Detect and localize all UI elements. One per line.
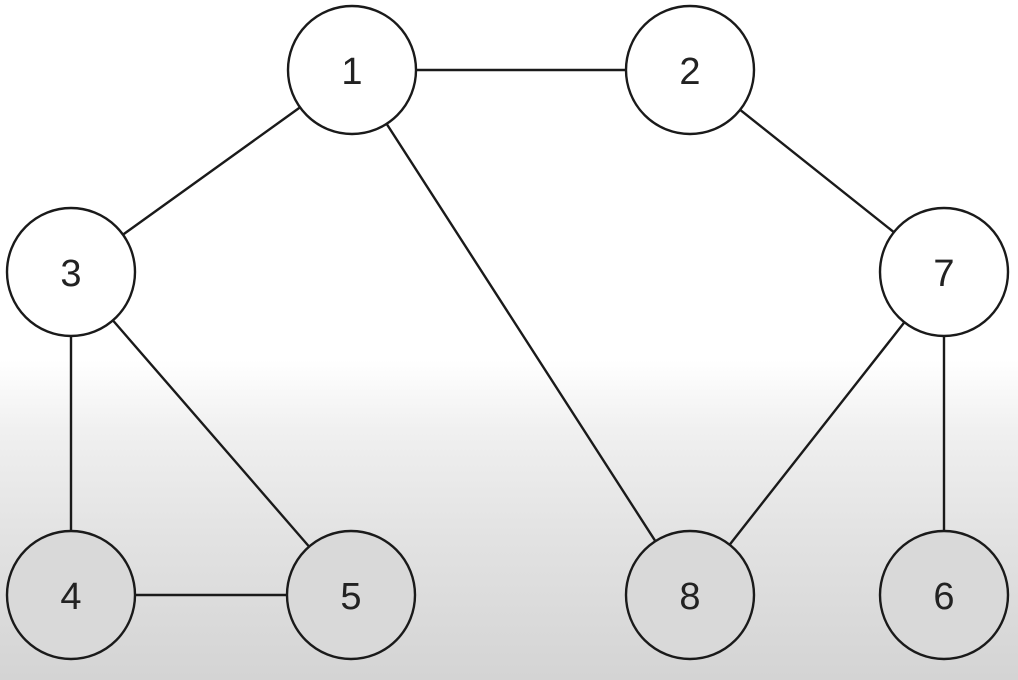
nodes-layer: 1 2 3 7 4 5 8 6 (5, 4, 1010, 661)
node-label: 2 (679, 51, 700, 93)
node-2: 2 (624, 4, 756, 136)
node-1: 1 (286, 4, 418, 136)
edge-7-8 (728, 321, 906, 546)
node-circle (285, 529, 417, 661)
node-label: 7 (933, 253, 954, 295)
node-label: 5 (340, 576, 361, 618)
node-6: 6 (878, 529, 1010, 661)
node-circle (5, 206, 137, 338)
node-7: 7 (878, 206, 1010, 338)
edges-layer (69, 68, 946, 597)
node-circle (624, 529, 756, 661)
node-circle (286, 4, 418, 136)
edge-2-7 (738, 108, 896, 234)
node-4: 4 (5, 529, 137, 661)
node-label: 8 (679, 576, 700, 618)
node-label: 3 (60, 253, 81, 295)
node-5: 5 (285, 529, 417, 661)
node-circle (5, 529, 137, 661)
node-circle (624, 4, 756, 136)
node-label: 6 (933, 576, 954, 618)
node-label: 1 (341, 51, 362, 93)
edge-1-3 (121, 106, 302, 236)
node-8: 8 (624, 529, 756, 661)
edge-3-5 (111, 319, 311, 548)
node-circle (878, 529, 1010, 661)
edge-1-8 (385, 122, 657, 543)
node-3: 3 (5, 206, 137, 338)
node-label: 4 (60, 576, 81, 618)
node-circle (878, 206, 1010, 338)
